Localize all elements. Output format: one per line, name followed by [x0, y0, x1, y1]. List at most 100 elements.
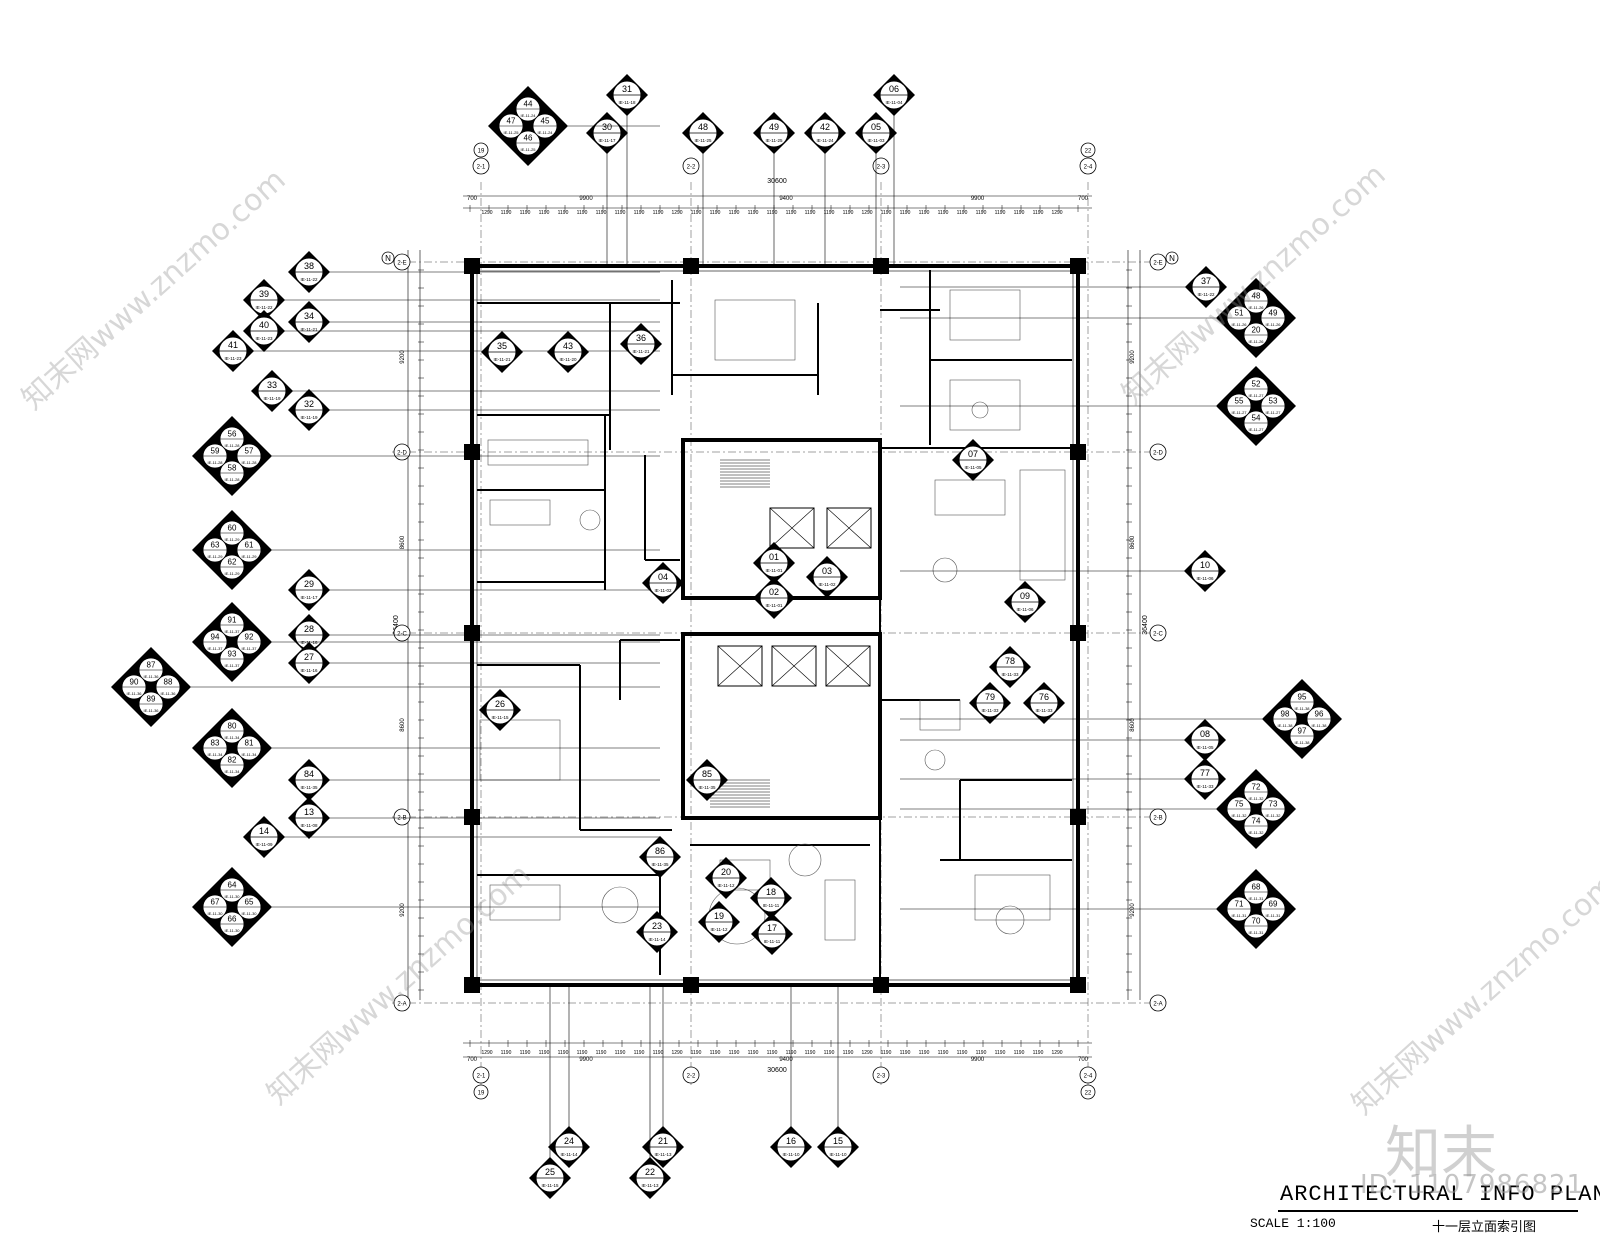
- inner-callout-sheet: IE-11-35: [652, 862, 669, 867]
- drawing-title-cn: 十一层立面索引图: [1432, 1220, 1537, 1235]
- quad-left-number: 46: [524, 134, 533, 143]
- dim-pitch-top: 1190: [881, 210, 892, 216]
- quad-left-number: 92: [245, 633, 254, 642]
- axis-sub-label: 19: [478, 149, 485, 155]
- quad-left-number: 94: [211, 633, 220, 642]
- dim-pitch-bottom: 1190: [653, 1050, 664, 1056]
- left-callout-number: 84: [304, 769, 314, 779]
- inner-callout-sheet: IE-11-35: [699, 785, 716, 790]
- dim-seg-bottom: 9900: [971, 1057, 985, 1063]
- dim-pitch-top: 1190: [995, 210, 1006, 216]
- dim-pitch-bottom: 1190: [596, 1050, 607, 1056]
- dim-pitch-top: 1190: [1014, 210, 1025, 216]
- dim-pitch-bottom: 1190: [1033, 1050, 1044, 1056]
- quad-left-number: 66: [228, 915, 237, 924]
- inner-callout-number: 19: [714, 911, 724, 921]
- quad-left-number: 93: [228, 650, 237, 659]
- quad-left-sheet: IE-11-29: [224, 537, 240, 542]
- dim-seg-top: 9900: [971, 196, 985, 202]
- quad-callout-frame: [192, 416, 272, 496]
- quad-right-number: 95: [1298, 693, 1307, 702]
- axis-bubble: [472, 1066, 490, 1084]
- quad-left-sheet: IE-11-30: [224, 928, 240, 933]
- quad-right-number: 54: [1252, 414, 1261, 423]
- axis-bubble: [472, 157, 490, 175]
- left-callout-sheet: IE-11-35: [301, 785, 318, 790]
- dim-pitch-top: 1190: [558, 210, 569, 216]
- inner-callout-number: 36: [636, 333, 646, 343]
- left-callout-number: 14: [259, 826, 269, 836]
- bottom-callout-number: 24: [564, 1136, 574, 1146]
- quad-left-sheet: IE-11-37: [241, 646, 257, 651]
- right-callout-number: 37: [1201, 276, 1211, 286]
- left-callout-sheet: IE-11-08: [301, 823, 318, 828]
- right-callout-number: 77: [1200, 768, 1210, 778]
- furniture-item: [479, 719, 561, 781]
- axis-row-label: 2-A: [397, 1002, 406, 1008]
- elevator-shaft: [825, 645, 871, 687]
- north-arrow: [1165, 251, 1179, 265]
- axis-label: 2-2: [687, 165, 696, 171]
- inner-callout-sheet: IE-11-14: [649, 937, 666, 942]
- inner-callout-sheet: IE-11-20: [560, 357, 577, 362]
- left-callout-number: 34: [304, 311, 314, 321]
- quad-left-number: 62: [228, 558, 237, 567]
- axis-sub-bubble: [1080, 142, 1096, 158]
- quad-right-number: 68: [1252, 883, 1261, 892]
- quad-left-sheet: IE-11-30: [224, 894, 240, 899]
- quad-left-number: 45: [541, 117, 550, 126]
- quad-right-sheet: IE-11-26: [1231, 322, 1247, 327]
- left-callout-sheet: IE-11-16: [301, 668, 318, 673]
- axis-label: 2-2: [687, 1074, 696, 1080]
- quad-right-sheet: IE-11-27: [1248, 393, 1264, 398]
- furniture-item: [949, 379, 1021, 431]
- axis-row-label: 2-E: [1153, 261, 1162, 267]
- axis-row-label: 2-D: [1153, 451, 1163, 457]
- top-callout-number: 42: [820, 122, 830, 132]
- quad-left-sheet: IE-11-37: [224, 629, 240, 634]
- elevator-shaft: [769, 507, 815, 549]
- quad-right-sheet: IE-11-32: [1265, 813, 1281, 818]
- dim-seg-right: 9200: [1130, 903, 1136, 917]
- inner-callout-sheet: IE-11-06: [1017, 607, 1034, 612]
- quad-left-number: 58: [228, 464, 237, 473]
- dim-pitch-top: 1190: [691, 210, 702, 216]
- axis-sub-label: 22: [1085, 149, 1092, 155]
- furniture-item: [714, 299, 796, 361]
- north-label: N: [1169, 254, 1175, 263]
- right-callout-sheet: IE-11-22: [1198, 292, 1215, 297]
- elevator-cross: [717, 645, 763, 687]
- quad-left-sheet: IE-11-36: [143, 708, 159, 713]
- top-callout-number: 48: [698, 122, 708, 132]
- inner-callout-number: 17: [767, 923, 777, 933]
- dim-seg-top: 9400: [779, 196, 793, 202]
- structural-column: [464, 809, 480, 825]
- axis-row-label: 2-C: [397, 632, 407, 638]
- dim-pitch-bottom: 1190: [805, 1050, 816, 1056]
- quad-left-sheet: IE-11-34: [224, 735, 240, 740]
- dim-seg-bottom: 700: [1078, 1057, 1089, 1063]
- bottom-callout-sheet: IE-11-10: [783, 1152, 800, 1157]
- left-callout-number: 41: [228, 340, 238, 350]
- quad-right-sheet: IE-11-38: [1277, 723, 1293, 728]
- inner-callout-sheet: IE-11-01: [766, 568, 783, 573]
- structural-column: [464, 977, 480, 993]
- quad-right-sheet: IE-11-38: [1311, 723, 1327, 728]
- right-callout-sheet: IE-11-05: [1197, 745, 1214, 750]
- bottom-callout-sheet: IE-11-15: [542, 1183, 559, 1188]
- top-callout-number: 30: [602, 122, 612, 132]
- left-callout-number: 32: [304, 399, 314, 409]
- quad-left-sheet: IE-11-28: [241, 460, 257, 465]
- dim-seg-left: 9200: [400, 350, 406, 364]
- dim-pitch-top: 1190: [577, 210, 588, 216]
- quad-callout-frame: [1216, 769, 1296, 849]
- inner-callout-number: 20: [721, 867, 731, 877]
- walls: [464, 258, 1086, 993]
- quad-left-number: 61: [245, 541, 254, 550]
- axis-row-label: 2-D: [397, 451, 407, 457]
- furniture-item: [949, 289, 1021, 341]
- drawing-title: ARCHITECTURAL INFO PLAN: [1280, 1182, 1600, 1207]
- dim-seg-left: 8600: [400, 535, 406, 549]
- axis-bubble-row: [1149, 443, 1167, 461]
- axis-sub-bubble: [473, 1084, 489, 1100]
